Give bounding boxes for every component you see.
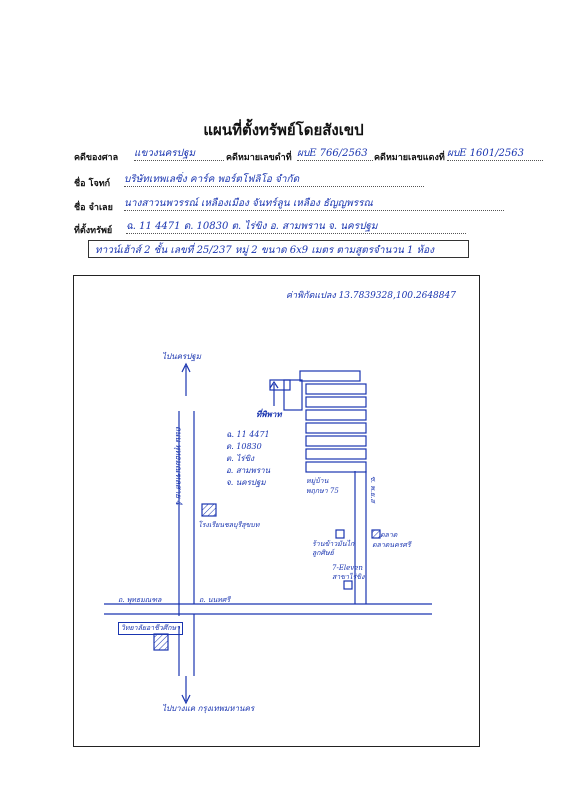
deed-line: ต. ไร่ขิง xyxy=(226,454,254,463)
temple-label: ตลาดนครศรี xyxy=(372,541,411,549)
black-case-value: ผบE 766/2563 xyxy=(297,146,373,161)
deed-line: ด. 10830 xyxy=(226,442,262,451)
case-row: คดีของศาล แขวงนครปฐม คดีหมายเลขดำที่ ผบE… xyxy=(74,146,544,166)
school-marker xyxy=(201,503,217,517)
plaintiff-row: ชื่อ โจทก์ บริษัทเทพเลซิ่ง คาร์ค พอร์ตโฟ… xyxy=(74,172,544,192)
village-block xyxy=(305,383,367,395)
defendant-row: ชื่อ จำเลย นางสาวนพวรรณ์ เหลืองเมือง จัน… xyxy=(74,196,544,216)
deed-line: ฉ. 11 4471 xyxy=(226,430,270,439)
seven-eleven-marker xyxy=(343,580,353,590)
village-block xyxy=(305,396,367,408)
village-block xyxy=(299,370,361,382)
building-description: ทาวน์เฮ้าส์ 2 ชั้น เลขที่ 25/237 หมู่ 2 … xyxy=(88,240,469,258)
village-block xyxy=(305,461,367,473)
bottom-left-label: วิทยาลัยอาชีวศึกษา xyxy=(118,622,184,635)
village-block xyxy=(305,448,367,460)
to-nakhon-pathom-label: ไปนครปฐม xyxy=(162,352,201,361)
deed-info: ฉ. 11 4471 ด. 10830 ต. ไร่ขิง อ. สามพราน… xyxy=(226,429,270,489)
school-label: โรงเรียนชลบุรีสุขบท xyxy=(198,521,260,529)
map-frame: ค่าพิกัดแปลง 13.7839328,100.2648847 ไปนค… xyxy=(73,275,480,747)
village-label: หมู่บ้าน พฤกษา 75 xyxy=(306,477,339,495)
red-case-label: คดีหมายเลขแดงที่ xyxy=(374,153,445,163)
market-marker xyxy=(371,529,381,539)
court-value: แขวงนครปฐม xyxy=(134,146,224,161)
seven-eleven-label: 7-Eleven สาขาไร่ขิง xyxy=(332,564,365,581)
to-bangkok-label: ไปบางแค กรุงเทพมหานคร xyxy=(162,704,255,713)
property-location-row: ที่ตั้งทรัพย์ ฉ. 11 4471 ด. 10830 ต. ไร่… xyxy=(74,219,544,239)
restaurant-marker xyxy=(335,529,345,539)
court-label: คดีของศาล xyxy=(74,153,119,163)
page-title: แผนที่ตั้งทรัพย์โดยสังเขป xyxy=(203,121,364,139)
bottom-left-marker xyxy=(153,633,169,651)
soi-label: ซ. พ.ย.ส xyxy=(369,476,377,503)
deed-line: จ. นครปฐม xyxy=(226,478,266,487)
gps-coordinate: ค่าพิกัดแปลง 13.7839328,100.2648847 xyxy=(286,291,456,301)
village-block xyxy=(305,422,367,434)
restaurant-label: ร้านข้าวมันไก่ ลูกศิษย์ xyxy=(312,540,355,557)
map-drawing xyxy=(104,362,432,705)
main-road-label: ถนน พุทธมณฑลสาย 4 xyxy=(174,426,183,506)
black-case-label: คดีหมายเลขดำที่ xyxy=(226,153,292,163)
plaintiff-value: บริษัทเทพเลซิ่ง คาร์ค พอร์ตโฟลิโอ จำกัด xyxy=(124,172,424,187)
property-location-value: ฉ. 11 4471 ด. 10830 ต. ไร่ขิง อ. สามพราน… xyxy=(126,219,466,234)
deed-line: อ. สามพราน xyxy=(226,466,271,475)
defendant-value: นางสาวนพวรรณ์ เหลืองเมือง จันทร์ลูน เหลื… xyxy=(124,196,504,211)
road-right-label: ถ. นนทศรี xyxy=(199,596,231,604)
plaintiff-label: ชื่อ โจทก์ xyxy=(74,179,111,189)
defendant-label: ชื่อ จำเลย xyxy=(74,203,113,213)
property-adjacent xyxy=(283,379,303,411)
market-label: ตลาด xyxy=(380,531,398,539)
village-block xyxy=(305,409,367,421)
property-arrow-head xyxy=(269,380,279,389)
village-block xyxy=(305,435,367,447)
property-building xyxy=(269,379,291,391)
red-case-value: ผบE 1601/2563 xyxy=(447,146,543,161)
property-marker-label: ที่พิพาท xyxy=(256,409,282,419)
property-location-label: ที่ตั้งทรัพย์ xyxy=(74,226,113,236)
road-left-label: ถ. พุทธมณฑล xyxy=(118,596,162,604)
